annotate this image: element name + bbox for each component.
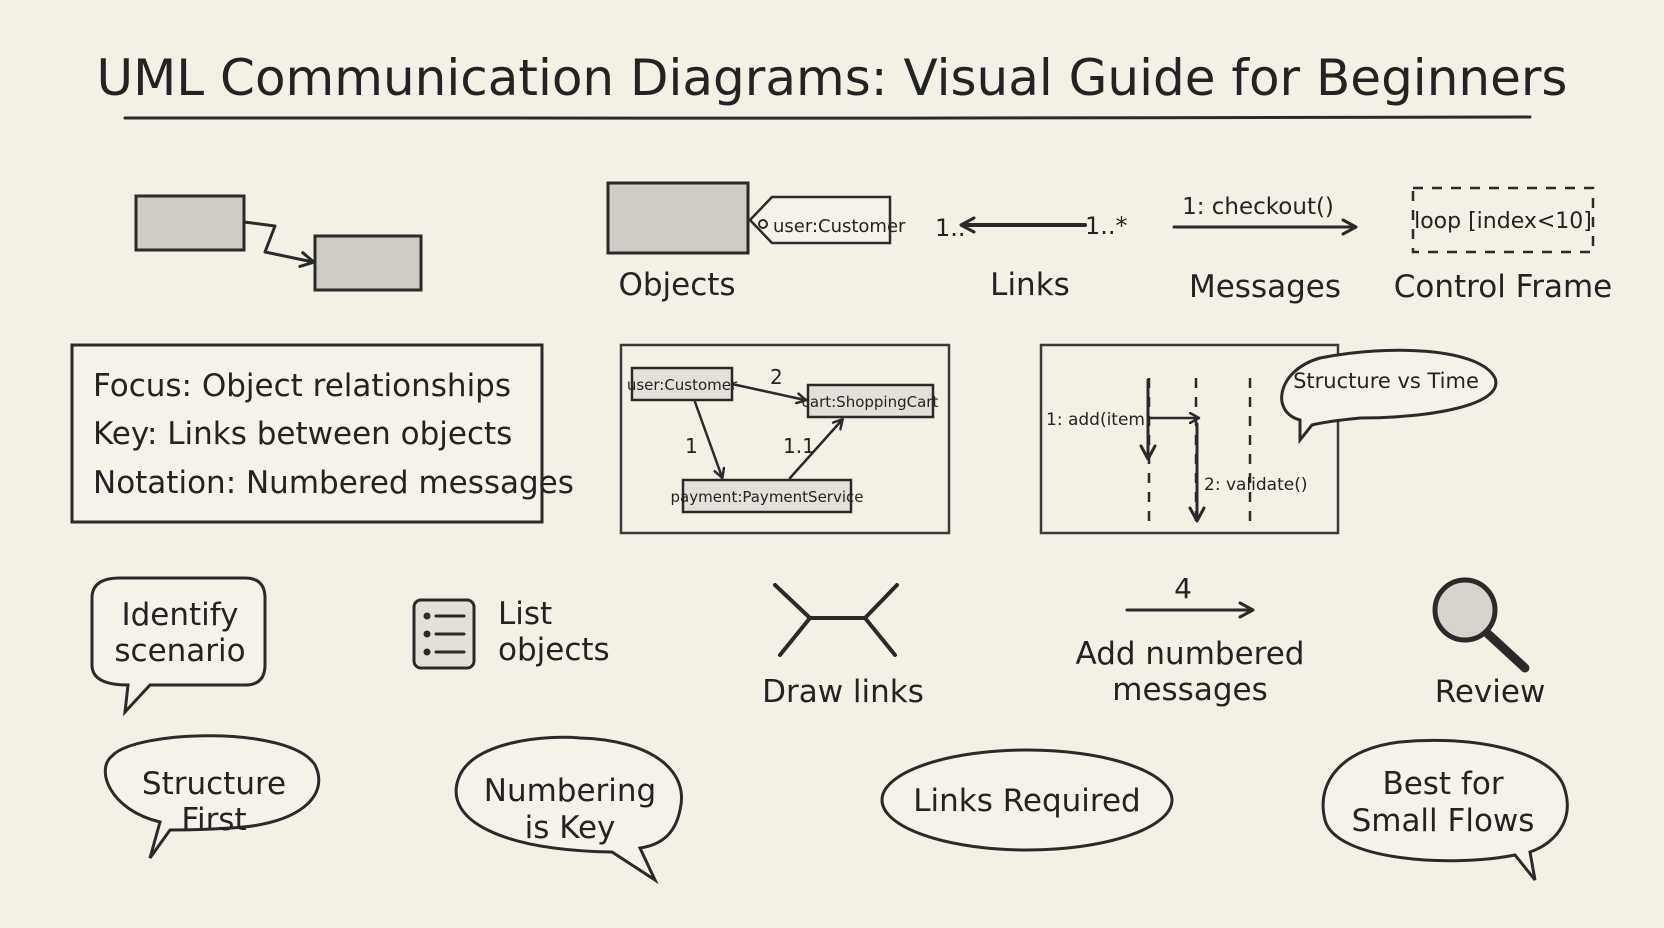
numbering-line-1: Numbering: [484, 773, 656, 809]
page-title: UML Communication Diagrams: Visual Guide…: [97, 49, 1568, 107]
link-mult-left: 1..: [935, 214, 966, 242]
step-add-numbered-messages: 4 Add numbered messages: [1076, 572, 1305, 708]
legend-objects: user:Customer Objects: [606, 181, 906, 303]
link-mult-right: 1..*: [1085, 212, 1128, 240]
tip-structure-first: Structure First: [103, 734, 321, 859]
numbering-line-2: is Key: [525, 810, 616, 846]
tip-best-for-small-flows: Best for Small Flows: [1321, 738, 1569, 881]
object-box-icon: [606, 181, 750, 255]
step-draw-links: Draw links: [762, 583, 924, 710]
object-tag: [748, 195, 892, 245]
numbered-line-1: Add numbered: [1076, 636, 1305, 672]
structure-line-2: First: [181, 802, 246, 838]
structure-vs-time-bubble: [1280, 348, 1498, 445]
msg-payment-number: 1: [685, 434, 698, 458]
numbered-badge: 4: [1174, 572, 1192, 605]
identify-line-2: scenario: [114, 633, 245, 669]
legend-messages: 1: checkout() Messages: [1172, 194, 1358, 305]
cart-object: [806, 383, 935, 419]
magnifier-icon: [1432, 577, 1498, 643]
identify-line-1: Identify: [121, 597, 238, 633]
msg-return-number: 1.1: [783, 434, 815, 458]
legend-objects-label: Objects: [618, 267, 735, 303]
seq-msg-1: 1: add(item): [1046, 410, 1152, 430]
loop-frame: [1411, 186, 1595, 254]
customer-object-label: user:Customer: [627, 376, 738, 394]
msg-cart-number: 2: [770, 365, 783, 389]
customer-object: [630, 366, 734, 402]
structure-vs-time-text: Structure vs Time: [1293, 369, 1479, 393]
small-flows-line-2: Small Flows: [1352, 803, 1535, 839]
links-icon: [773, 583, 899, 657]
info-line-key: Key: Links between objects: [93, 416, 512, 452]
payment-object-label: payment:PaymentService: [671, 488, 864, 506]
step-identify-scenario: Identify scenario: [90, 576, 267, 717]
info-line-notation: Notation: Numbered messages: [93, 465, 574, 501]
legend-messages-label: Messages: [1189, 269, 1341, 305]
structure-line-1: Structure: [142, 766, 286, 802]
list-line-2: objects: [498, 632, 610, 668]
legend-control-frame: loop [index<10] Control Frame: [1394, 186, 1613, 305]
legend-control-frame-label: Control Frame: [1394, 269, 1613, 305]
legend-links: 1.. 1..* Links: [935, 212, 1128, 303]
tag-hole-icon: [758, 219, 768, 229]
sequence-comparison: 1: add(item) 2: validate() Structure vs …: [1039, 343, 1498, 535]
legend-links-label: Links: [990, 267, 1070, 303]
message-example-text: 1: checkout(): [1182, 194, 1334, 220]
linked-boxes-icon: [134, 194, 423, 292]
seq-msg-2: 2: validate(): [1204, 475, 1307, 495]
draw-links-label: Draw links: [762, 674, 924, 710]
step-list-objects: List objects: [412, 596, 610, 670]
payment-object: [681, 478, 853, 514]
title-underline: [123, 115, 1532, 120]
review-label: Review: [1435, 674, 1546, 710]
step-review: Review: [1432, 577, 1546, 710]
cart-object-label: cart:ShoppingCart: [802, 393, 939, 411]
tip-numbering-is-key: Numbering is Key: [454, 735, 683, 885]
info-box: Focus: Object relationships Key: Links b…: [70, 343, 574, 524]
list-line-1: List: [498, 596, 552, 632]
numbered-line-2: messages: [1112, 672, 1267, 708]
small-flows-line-1: Best for: [1382, 766, 1503, 802]
links-required-text: Links Required: [913, 783, 1140, 819]
object-tag-text: user:Customer: [773, 216, 906, 237]
loop-frame-text: loop [index<10]: [1414, 209, 1592, 234]
info-line-focus: Focus: Object relationships: [93, 368, 511, 404]
example-communication-diagram: user:Customer cart:ShoppingCart payment:…: [619, 343, 951, 535]
tip-links-required: Links Required: [880, 748, 1174, 852]
